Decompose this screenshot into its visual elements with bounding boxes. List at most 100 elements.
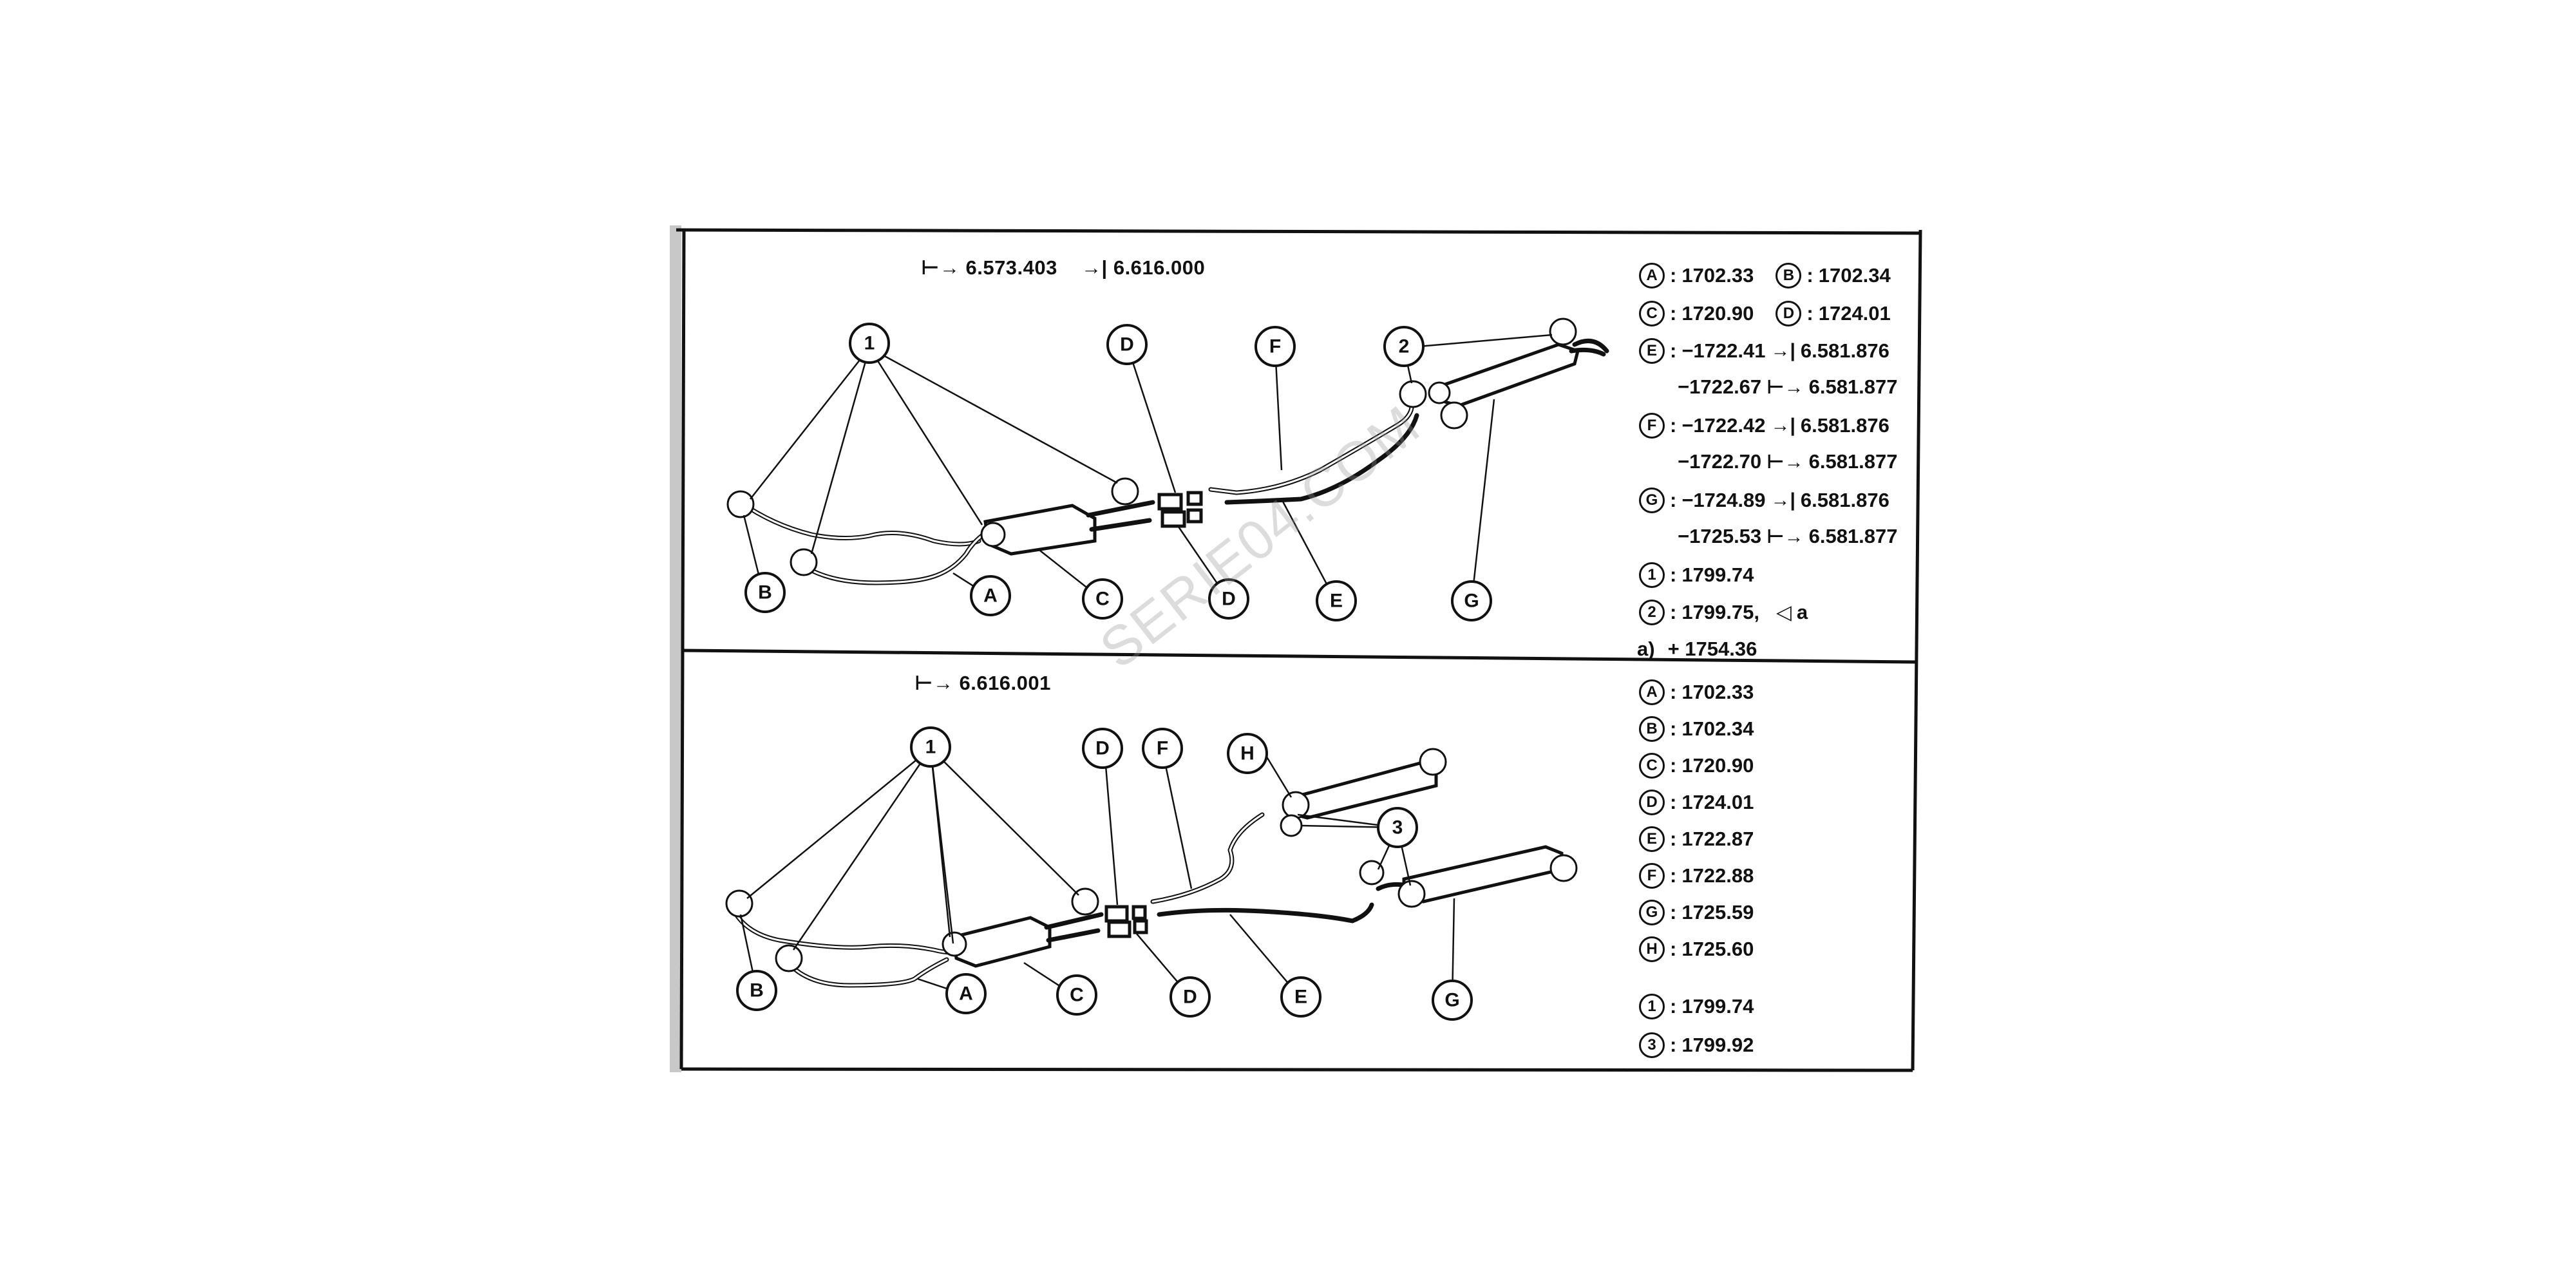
legend-value-c: 1720.90 [1681,302,1754,325]
top-range-label: ⊢→ 6.573.403 →| 6.616.000 [921,256,1205,279]
start-arrow-icon: ⊢→ [1766,526,1804,547]
svg-text:E: E [1294,987,1307,1008]
svg-text:C: C [1095,589,1110,610]
legend-row-c-d: C : 1720.90 D : 1724.01 [1639,301,1891,327]
legend-serial-e1: 6.581.876 [1800,339,1889,362]
legend-b-row-g: G : 1725.59 [1639,900,1754,925]
callout-1-top: 1 [849,323,890,364]
legend-letter-a: A [1639,679,1665,705]
callout-d-top: D [1106,324,1148,365]
bottom-range-from: 6.616.001 [959,672,1051,694]
legend-serial-f2: 6.581.877 [1808,450,1898,473]
legend-number-1: 1 [1639,994,1665,1019]
legend-letter-f: F [1639,863,1665,889]
legend-letter-d: D [1776,301,1802,327]
note-value: + 1754.36 [1667,638,1757,660]
legend-row-f1: F : −1722.42 →| 6.581.876 [1639,413,1889,439]
legend-number-3: 3 [1639,1032,1665,1058]
start-arrow-icon: ⊢→ [1766,451,1804,473]
legend-serial-g2: 6.581.877 [1808,525,1898,547]
svg-text:H: H [1240,743,1255,764]
svg-text:G: G [1464,591,1479,612]
legend-value-a: 1702.33 [1681,264,1754,287]
callout-f-top: F [1255,326,1296,367]
legend-b-row-3: 3 : 1799.92 [1639,1032,1754,1058]
svg-text:1: 1 [925,737,936,758]
legend-number-1: 1 [1639,562,1665,588]
svg-text:B: B [758,582,772,603]
svg-text:1: 1 [864,333,875,354]
legend-row-a-b: A : 1702.33 B : 1702.34 [1639,263,1891,289]
svg-text:D: D [1120,334,1134,355]
svg-text:E: E [1330,591,1343,612]
legend-row-g1: G : −1724.89 →| 6.581.876 [1639,488,1889,513]
legend-value-g: 1725.59 [1681,901,1754,923]
legend-value-b: 1702.34 [1818,264,1891,287]
legend-b-row-h: H : 1725.60 [1639,936,1754,962]
svg-text:F: F [1157,738,1168,759]
note-key: a) [1637,638,1655,660]
callout-a-bottom: A [945,973,987,1014]
legend-value-1: 1799.74 [1681,995,1754,1018]
legend-value-g2: −1725.53 [1678,525,1762,547]
legend-row-f2: −1722.70 ⊢→ 6.581.877 [1678,450,1898,473]
legend-row-e2: −1722.67 ⊢→ 6.581.877 [1678,375,1898,399]
top-range-to: 6.616.000 [1113,256,1206,279]
svg-text:C: C [1070,985,1084,1006]
legend-value-c: 1720.90 [1681,754,1754,777]
callout-d-bottom: D [1082,728,1123,769]
callout-2-top: 2 [1383,326,1425,367]
callout-g-bottom: G [1432,980,1473,1021]
triangle-marker-icon: ◁ [1776,601,1792,623]
end-arrow-icon: →| [1770,340,1795,361]
callout-e-bottom: E [1280,976,1321,1018]
callout-f-bottom: F [1142,728,1183,769]
svg-text:A: A [959,983,973,1005]
legend-letter-c: C [1639,753,1665,779]
legend-letter-e: E [1639,338,1665,364]
legend-b-row-d: D : 1724.01 [1639,790,1754,815]
svg-text:B: B [750,980,764,1001]
callout-e-top: E [1316,580,1357,621]
legend-value-d: 1724.01 [1818,302,1891,325]
legend-note-a: a) + 1754.36 [1637,638,1757,661]
legend-letter-b: B [1639,716,1665,742]
svg-text:D: D [1095,738,1110,759]
legend-value-g1: −1724.89 [1681,489,1766,511]
bottom-range-label: ⊢→ 6.616.001 [914,672,1051,695]
callout-3-bottom: 3 [1377,807,1418,848]
legend-b-row-b: B : 1702.34 [1639,716,1754,742]
callout-d2-bottom: D [1170,976,1211,1018]
callout-d2-top: D [1208,578,1249,620]
start-arrow-icon: ⊢→ [921,256,960,279]
legend-value-e2: −1722.67 [1678,375,1762,398]
legend-value-e: 1722.87 [1681,828,1754,850]
legend-b-row-a: A : 1702.33 [1639,679,1754,705]
top-exhaust-system [726,317,1609,603]
legend-suffix-2: a [1796,601,1808,623]
legend-row-1: 1 : 1799.74 [1639,562,1754,588]
legend-letter-c: C [1639,301,1665,327]
callout-a-top: A [970,575,1011,616]
legend-b-row-f: F : 1722.88 [1639,863,1754,889]
page-frame [670,225,1922,1072]
svg-text:3: 3 [1392,817,1403,838]
svg-text:A: A [983,585,998,607]
callout-c-top: C [1082,578,1123,620]
end-arrow-icon: →| [1081,256,1108,279]
legend-letter-h: H [1639,936,1665,962]
callout-g-top: G [1451,580,1492,621]
legend-value-f2: −1722.70 [1678,450,1762,473]
legend-row-g2: −1725.53 ⊢→ 6.581.877 [1678,525,1898,548]
callout-h-bottom: H [1227,733,1268,774]
legend-letter-d: D [1639,790,1665,815]
svg-text:D: D [1183,987,1197,1008]
legend-letter-b: B [1776,263,1802,289]
legend-value-b: 1702.34 [1681,717,1754,740]
svg-text:G: G [1444,990,1459,1011]
legend-value-1: 1799.74 [1681,564,1754,586]
start-arrow-icon: ⊢→ [1766,376,1804,398]
legend-letter-a: A [1639,263,1665,289]
